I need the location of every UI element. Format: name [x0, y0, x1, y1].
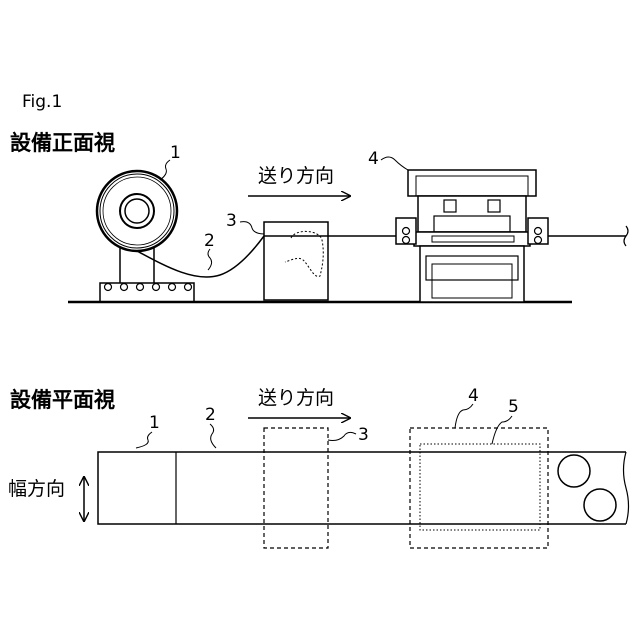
press-front — [396, 170, 548, 302]
front-ref-strip: 2 — [204, 231, 215, 251]
roller-bottom — [584, 489, 616, 521]
figure-label: Fig.1 — [22, 92, 62, 112]
plan-ref-coil: 1 — [149, 413, 160, 433]
plan-view-title: 設備平面視 — [10, 388, 115, 412]
plan-leader-leveler — [328, 432, 356, 440]
plan-leader-die — [492, 416, 512, 444]
front-leader-press — [381, 157, 408, 170]
roller-top — [558, 455, 590, 487]
plan-leader-coil — [136, 432, 152, 448]
front-ref-press: 4 — [368, 149, 379, 169]
leveler-front — [264, 222, 328, 300]
front-leader-strip — [208, 249, 212, 270]
front-leader-coil — [160, 160, 170, 180]
coil — [97, 171, 177, 251]
front-leader-leveler — [240, 222, 264, 234]
plan-leader-press — [455, 404, 473, 428]
plan-feed-direction-label: 送り方向 — [258, 387, 334, 409]
leveler-plan — [264, 428, 328, 548]
strip-plan — [98, 452, 626, 524]
plan-leader-strip — [210, 424, 216, 448]
plan-ref-die: 5 — [508, 397, 519, 417]
front-ref-leveler: 3 — [226, 211, 237, 231]
plan-ref-press: 4 — [468, 386, 479, 406]
plan-ref-leveler: 3 — [358, 425, 369, 445]
front-view-title: 設備正面視 — [10, 131, 115, 155]
die-plan — [420, 444, 540, 530]
coil-stand — [100, 245, 194, 302]
strip-plan-break-mark — [624, 452, 629, 524]
plan-ref-strip: 2 — [205, 405, 216, 425]
front-feed-direction-label: 送り方向 — [258, 165, 334, 187]
front-ref-coil: 1 — [170, 143, 181, 163]
width-direction-label: 幅方向 — [8, 478, 65, 500]
